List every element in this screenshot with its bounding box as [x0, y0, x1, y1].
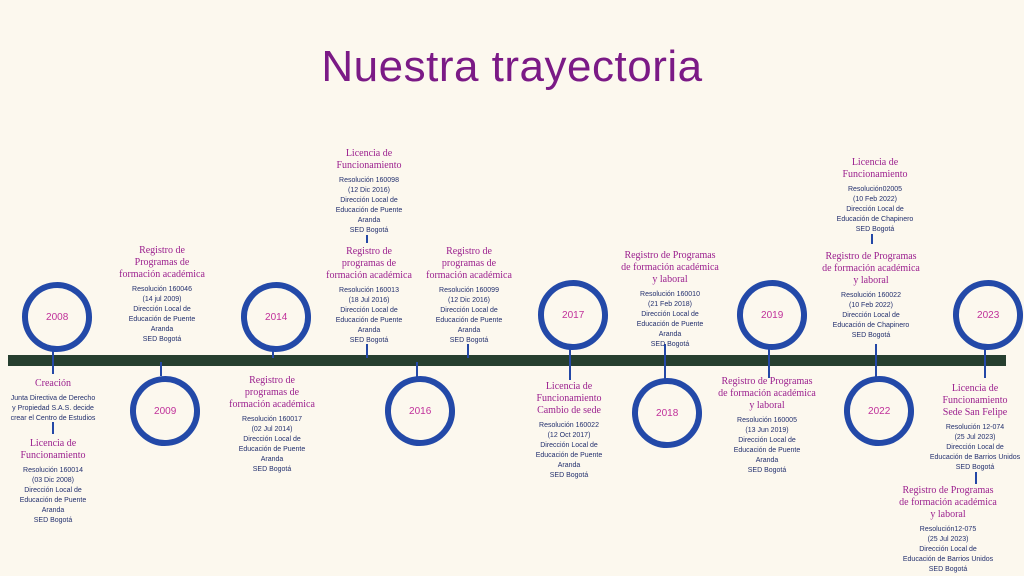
event-2008-creacion: Creación Junta Directiva de Derecho y Pr… [0, 378, 128, 424]
tick-2008 [52, 344, 54, 374]
connector-2022 [871, 234, 873, 244]
event-2016-licencia: Licencia de Funcionamiento Resolución 16… [335, 148, 403, 234]
connector-2016 [366, 235, 368, 243]
tick-2017 [569, 344, 571, 380]
year-label-2014: 2014 [264, 311, 288, 323]
tick-2016a [366, 344, 368, 358]
connector-2008 [52, 422, 54, 434]
tick-2016c [467, 344, 469, 358]
event-2018: Registro de Programas de formación acadé… [621, 250, 719, 348]
year-circle-2016: 2016 [381, 372, 459, 450]
year-label-2018: 2018 [655, 407, 679, 419]
tick-2018 [664, 344, 666, 380]
event-2008-licencia: Licencia de Funcionamiento Resolución 16… [19, 438, 87, 524]
event-2014: Registro de programas de formación acadé… [229, 375, 315, 473]
year-circle-2009: 2009 [126, 372, 204, 450]
event-2022-registro: Registro de Programas de formación acadé… [822, 251, 920, 339]
event-2023-licencia: Licencia de Funcionamiento Sede San Feli… [929, 383, 1021, 471]
timeline-axis [8, 355, 1006, 366]
page-title: Nuestra trayectoria [321, 42, 703, 91]
event-2019: Registro de Programas de formación acadé… [718, 376, 816, 474]
year-label-2008: 2008 [45, 311, 69, 323]
event-2016-registro-dic: Registro de programas de formación acadé… [426, 246, 512, 344]
tick-2019 [768, 344, 770, 378]
tick-2022 [875, 344, 877, 378]
year-circle-2008: 2008 [18, 278, 96, 356]
event-2009: Registro de Programas de formación acadé… [119, 245, 205, 343]
event-title: Creación [34, 378, 72, 389]
tick-2016b [416, 362, 418, 378]
event-2022-licencia: Licencia de Funcionamiento Resolución020… [836, 157, 914, 233]
year-label-2017: 2017 [561, 309, 585, 321]
event-2016-registro-jul: Registro de programas de formación acadé… [326, 246, 412, 344]
event-2017: Licencia de Funcionamiento Cambio de sed… [535, 381, 603, 479]
year-label-2023: 2023 [976, 309, 1000, 321]
year-label-2009: 2009 [153, 405, 177, 417]
year-label-2019: 2019 [760, 309, 784, 321]
tick-2023 [984, 344, 986, 378]
tick-2009 [160, 362, 162, 376]
connector-2023 [975, 472, 977, 484]
year-label-2016: 2016 [408, 405, 432, 417]
event-2023-registro: Registro de Programas de formación acadé… [899, 485, 997, 573]
year-label-2022: 2022 [867, 405, 891, 417]
year-circle-2023: 2023 [949, 276, 1024, 354]
